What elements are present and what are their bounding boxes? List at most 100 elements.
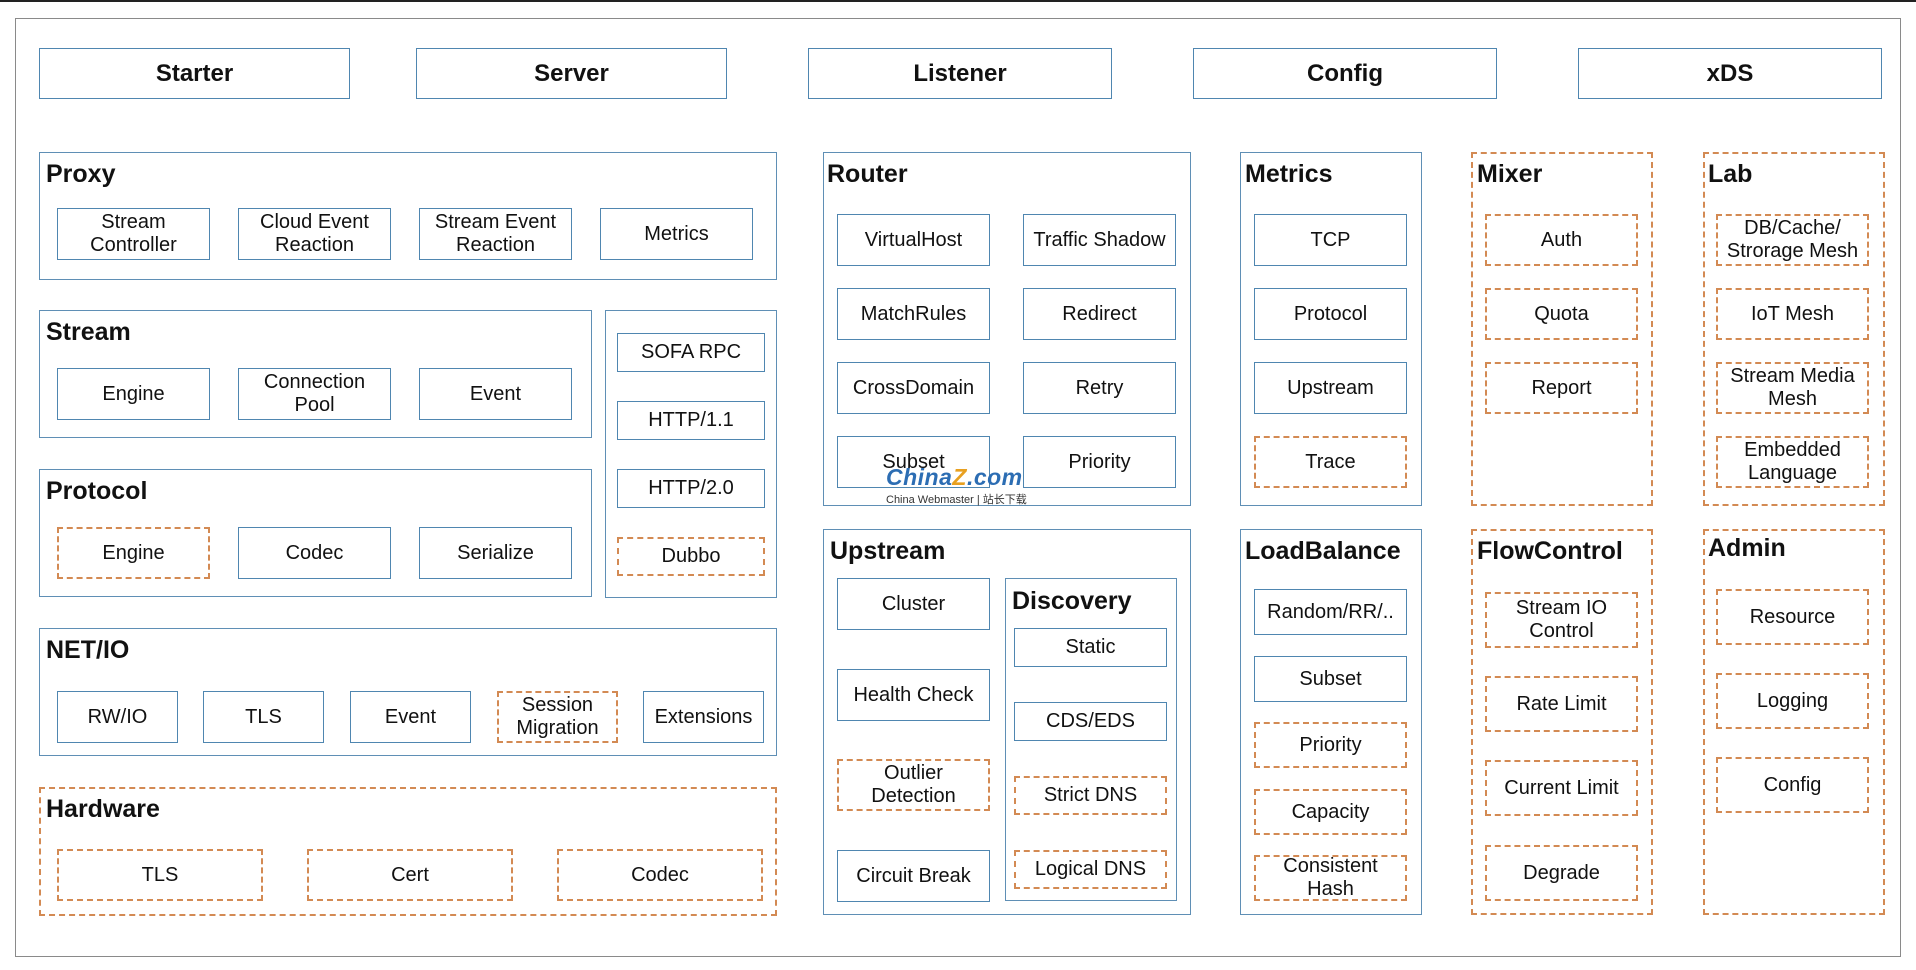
protocol-http1: HTTP/1.1 — [617, 401, 765, 440]
upstream-cluster: Cluster — [837, 578, 990, 630]
metrics-tcp: TCP — [1254, 214, 1407, 266]
diagram-frame — [15, 18, 1901, 957]
loadbalance-title: LoadBalance — [1245, 537, 1401, 565]
netio-event: Event — [350, 691, 471, 743]
router-crossdomain: CrossDomain — [837, 362, 990, 414]
config-box: Config — [1193, 48, 1497, 99]
watermark-logo: ChinaZ.com — [886, 464, 1023, 490]
discovery-panel — [1005, 578, 1177, 901]
metrics-protocol: Protocol — [1254, 288, 1407, 340]
stream-event: Event — [419, 368, 572, 420]
hardware-cert: Cert — [307, 849, 513, 901]
netio-extensions: Extensions — [643, 691, 764, 743]
proxy-title: Proxy — [46, 160, 116, 188]
admin-panel — [1703, 529, 1885, 915]
router-retry: Retry — [1023, 362, 1176, 414]
discovery-static: Static — [1014, 628, 1167, 667]
stream-engine: Engine — [57, 368, 210, 420]
discovery-logical-dns: Logical DNS — [1014, 850, 1167, 889]
metrics-panel — [1240, 152, 1422, 506]
admin-logging: Logging — [1716, 673, 1869, 729]
lb-subset: Subset — [1254, 656, 1407, 702]
admin-config: Config — [1716, 757, 1869, 813]
router-title: Router — [827, 160, 908, 188]
starter-box: Starter — [39, 48, 350, 99]
router-panel — [823, 152, 1191, 506]
flowcontrol-title: FlowControl — [1477, 537, 1623, 565]
upstream-title: Upstream — [830, 537, 946, 565]
netio-panel — [39, 628, 777, 756]
metrics-upstream: Upstream — [1254, 362, 1407, 414]
protocol-dubbo: Dubbo — [617, 537, 765, 576]
mixer-title: Mixer — [1477, 160, 1543, 188]
top-border-line — [0, 0, 1916, 2]
discovery-title: Discovery — [1012, 587, 1132, 615]
protocol-panel — [39, 469, 592, 597]
lb-priority: Priority — [1254, 722, 1407, 768]
netio-title: NET/IO — [46, 636, 130, 664]
protocol-serialize: Serialize — [419, 527, 572, 579]
upstream-panel — [823, 529, 1191, 915]
lab-title: Lab — [1708, 160, 1753, 188]
protocol-engine: Engine — [57, 527, 210, 579]
xds-box: xDS — [1578, 48, 1882, 99]
router-virtualhost: VirtualHost — [837, 214, 990, 266]
discovery-cds-eds: CDS/EDS — [1014, 702, 1167, 741]
proxy-metrics: Metrics — [600, 208, 753, 260]
upstream-circuit-break: Circuit Break — [837, 850, 990, 902]
stream-title: Stream — [46, 318, 131, 346]
hardware-codec: Codec — [557, 849, 763, 901]
server-box: Server — [416, 48, 727, 99]
admin-title: Admin — [1708, 534, 1786, 562]
router-redirect: Redirect — [1023, 288, 1176, 340]
watermark-subtitle: China Webmaster | 站长下载 — [886, 494, 1027, 506]
fc-degrade: Degrade — [1485, 845, 1638, 901]
lb-random-rr: Random/RR/.. — [1254, 589, 1407, 635]
lab-panel — [1703, 152, 1885, 506]
proxy-panel — [39, 152, 777, 280]
protocol-codec: Codec — [238, 527, 391, 579]
metrics-title: Metrics — [1245, 160, 1333, 188]
mixer-auth: Auth — [1485, 214, 1638, 266]
hardware-panel — [39, 787, 777, 916]
loadbalance-panel — [1240, 529, 1422, 915]
lab-iot-mesh: IoT Mesh — [1716, 288, 1869, 340]
fc-rate-limit: Rate Limit — [1485, 676, 1638, 732]
protocols-panel — [605, 310, 777, 598]
lb-capacity: Capacity — [1254, 789, 1407, 835]
flowcontrol-panel — [1471, 529, 1653, 915]
watermark: ChinaZ.com China Webmaster | 站长下载 — [884, 464, 1034, 510]
mixer-quota: Quota — [1485, 288, 1638, 340]
listener-box: Listener — [808, 48, 1112, 99]
upstream-health-check: Health Check — [837, 669, 990, 721]
fc-current-limit: Current Limit — [1485, 760, 1638, 816]
router-traffic-shadow: Traffic Shadow — [1023, 214, 1176, 266]
hardware-tls: TLS — [57, 849, 263, 901]
mixer-report: Report — [1485, 362, 1638, 414]
metrics-trace: Trace — [1254, 436, 1407, 488]
netio-tls: TLS — [203, 691, 324, 743]
lab-db-cache-storage-mesh: DB/Cache/Strorage Mesh — [1716, 214, 1869, 266]
stream-panel — [39, 310, 592, 438]
netio-rwio: RW/IO — [57, 691, 178, 743]
router-subset: Subset — [837, 436, 990, 488]
router-matchrules: MatchRules — [837, 288, 990, 340]
discovery-strict-dns: Strict DNS — [1014, 776, 1167, 815]
router-priority: Priority — [1023, 436, 1176, 488]
hardware-title: Hardware — [46, 795, 160, 823]
admin-resource: Resource — [1716, 589, 1869, 645]
protocol-http2: HTTP/2.0 — [617, 469, 765, 508]
protocol-title: Protocol — [46, 477, 148, 505]
protocol-sofa-rpc: SOFA RPC — [617, 333, 765, 372]
